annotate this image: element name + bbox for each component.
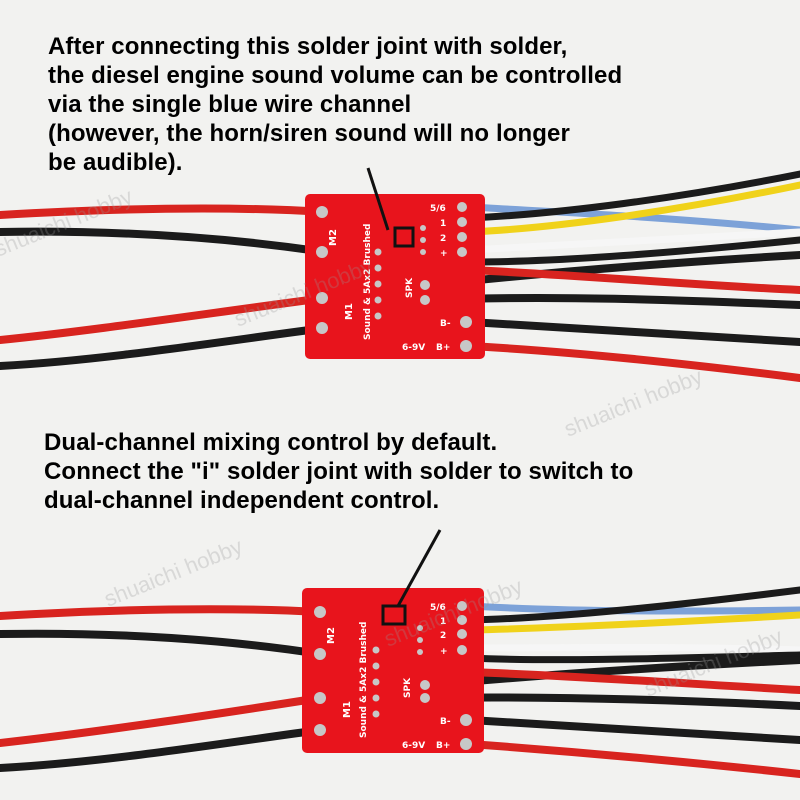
top-caption-line-1: After connecting this solder joint with …: [48, 33, 568, 60]
label-ch2: 2: [440, 631, 446, 641]
label-model: Sound & 5Ax2 Brushed: [359, 622, 369, 738]
top-panel: M2 M1 Sound & 5Ax2 Brushed 5/6 1 2 + SPK…: [0, 32, 800, 382]
label-ch1: 1: [440, 219, 446, 229]
label-plus: +: [440, 647, 448, 657]
top-caption-line-4: (however, the horn/siren sound will no l…: [48, 120, 570, 147]
top-board-photo: M2 M1 Sound & 5Ax2 Brushed 5/6 1 2 + SPK…: [0, 167, 800, 382]
label-bplus: B+: [436, 343, 450, 353]
label-ch56: 5/6: [430, 204, 446, 214]
label-m2: M2: [326, 627, 337, 644]
label-m1: M1: [342, 701, 353, 718]
bottom-caption-line-1: Dual-channel mixing control by default.: [44, 429, 498, 456]
label-ch2: 2: [440, 234, 446, 244]
top-caption-line-2: the diesel engine sound volume can be co…: [48, 62, 623, 89]
label-power: 6-9V: [402, 343, 425, 353]
bottom-panel: M2 M1 Sound & 5Ax2 Brushed 5/6 1 2 + SPK…: [0, 400, 800, 800]
bottom-caption-line-3: dual-channel independent control.: [44, 487, 440, 514]
label-model: Sound & 5Ax2 Brushed: [363, 224, 373, 340]
label-m1: M1: [344, 303, 355, 320]
label-spk: SPK: [405, 277, 415, 298]
pointer-line: [366, 167, 390, 231]
pointer-line: [396, 529, 442, 607]
label-power: 6-9V: [402, 741, 425, 751]
label-bminus: B-: [440, 717, 451, 727]
label-ch56: 5/6: [430, 603, 446, 613]
label-ch1: 1: [440, 617, 446, 627]
label-plus: +: [440, 249, 448, 259]
label-bplus: B+: [436, 741, 450, 751]
solder-joint-highlight: [381, 604, 407, 626]
top-caption-line-5: be audible).: [48, 149, 183, 176]
label-m2: M2: [328, 229, 339, 246]
bottom-board-photo: M2 M1 Sound & 5Ax2 Brushed 5/6 1 2 + SPK…: [0, 529, 800, 778]
top-caption: After connecting this solder joint with …: [48, 32, 622, 177]
bottom-caption: Dual-channel mixing control by default. …: [44, 428, 633, 515]
label-spk: SPK: [403, 677, 413, 698]
top-caption-line-3: via the single blue wire channel: [48, 91, 412, 118]
label-bminus: B-: [440, 319, 451, 329]
bottom-caption-line-2: Connect the "i" solder joint with solder…: [44, 458, 634, 485]
solder-joint-highlight: [393, 226, 415, 248]
